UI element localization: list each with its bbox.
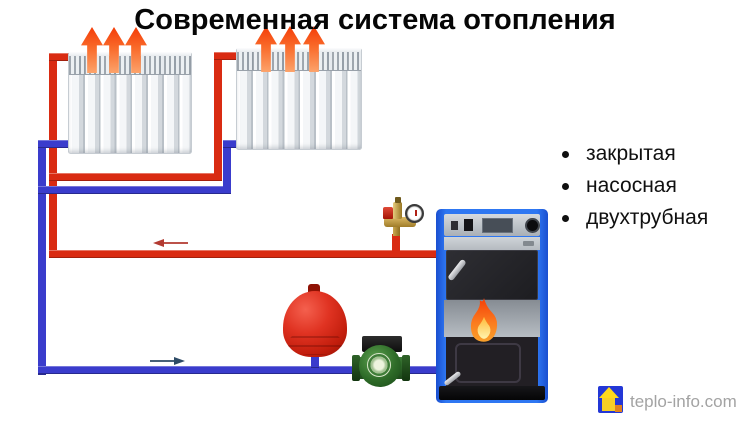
bullet-dot — [562, 214, 569, 222]
feature-label: насосная — [586, 174, 677, 197]
door-handle-icon — [447, 258, 467, 282]
safety-group-body — [384, 217, 416, 227]
expansion-tank-stem — [311, 350, 319, 368]
boiler-lower-door-frame — [455, 343, 521, 383]
pressure-gauge-icon — [405, 204, 424, 223]
return-pipe-mid-run — [38, 186, 231, 194]
boiler-base — [439, 386, 545, 400]
supply-pipe-boiler-run — [49, 250, 438, 258]
logo-orange-square — [615, 405, 622, 412]
radiator-1 — [68, 52, 192, 154]
boiler-display — [482, 217, 514, 233]
feature-label: двухтрубная — [586, 206, 709, 229]
page-title: Современная система отопления — [134, 4, 616, 36]
expansion-tank — [283, 291, 347, 357]
radiator-2 — [236, 48, 362, 150]
boiler-brand-label — [523, 241, 534, 246]
tank-valve-nub — [308, 284, 320, 293]
supply-pipe-left-riser — [49, 53, 57, 258]
return-pipe-boiler-run — [38, 366, 438, 374]
safety-group-fitting — [393, 225, 400, 236]
feature-item: двухтрубная — [562, 202, 708, 234]
air-vent — [393, 202, 402, 219]
boiler-lower-door — [443, 337, 538, 387]
bullet-dot — [562, 150, 569, 158]
logo-roof — [599, 387, 619, 398]
return-flow-arrow-right-icon — [150, 357, 185, 365]
supply-pipe-mid-run — [49, 173, 222, 181]
feature-item: насосная — [562, 170, 708, 202]
boiler-trim-band — [444, 237, 540, 250]
feature-item: закрытая — [562, 138, 708, 170]
supply-pipe-radiator1-branch — [49, 53, 76, 61]
supply-pipe-radiator2-branch — [214, 52, 243, 60]
supply-flow-arrow-left-icon — [153, 239, 188, 247]
watermark: teplo-info.com — [598, 386, 737, 413]
flame-icon — [470, 298, 498, 342]
return-pipe-left-riser — [38, 140, 46, 375]
bullet-dot — [562, 182, 569, 190]
watermark-text: teplo-info.com — [630, 392, 737, 411]
feature-list: закрытая насосная двухтрубная — [562, 138, 708, 234]
house-logo-icon — [598, 386, 623, 413]
safety-valve — [383, 207, 393, 219]
boiler-control-panel — [444, 214, 541, 236]
supply-pipe-right-riser — [214, 52, 222, 181]
boiler-knob-icon — [525, 217, 541, 233]
air-vent-cap — [395, 197, 401, 203]
return-pipe-radiator1-branch — [38, 140, 73, 148]
return-pipe-right-riser — [223, 140, 231, 194]
circulation-pump — [359, 345, 401, 387]
boiler — [436, 209, 548, 403]
feature-label: закрытая — [586, 142, 676, 165]
logo-house-body — [602, 398, 615, 411]
boiler-switch-icon — [463, 219, 474, 231]
safety-group-riser — [392, 234, 400, 252]
boiler-button-icon — [451, 220, 458, 230]
boiler-upper-door — [446, 250, 538, 300]
